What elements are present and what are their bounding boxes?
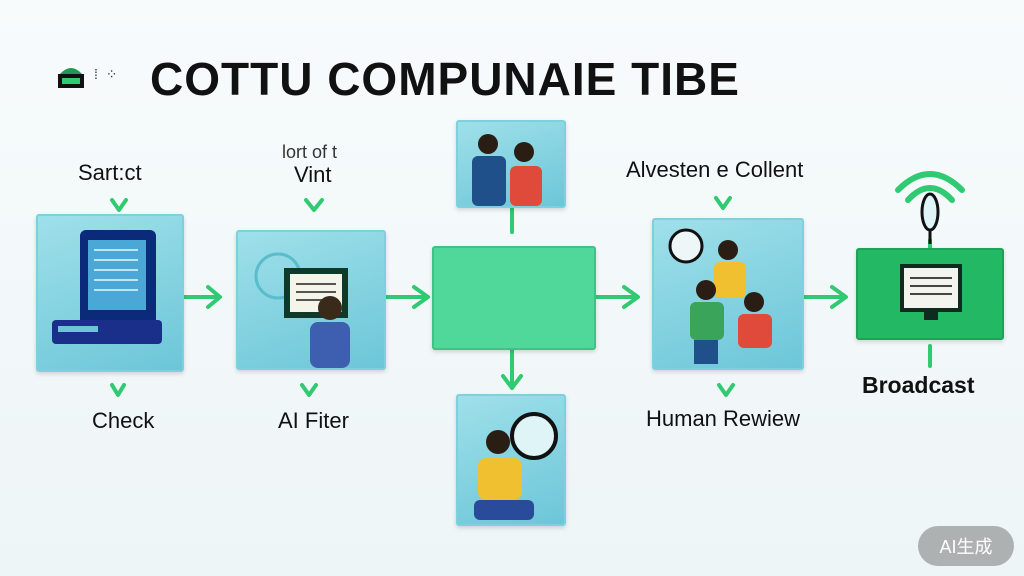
- watermark-badge: AI生成: [918, 526, 1014, 566]
- center-stage-box[interactable]: [432, 246, 596, 350]
- team-magnifier-icon: [668, 228, 772, 364]
- person-magnifier-icon: [474, 412, 558, 520]
- ai-filter-top-small-label: lort of t: [282, 142, 338, 162]
- signal-icon: [895, 171, 965, 244]
- ai-filter-stage-box[interactable]: [236, 230, 386, 370]
- down-arrow-icon: [110, 198, 128, 212]
- person-magnifier-panel[interactable]: [456, 394, 566, 526]
- page-title: COTTU COMPUNAIE TIBE: [150, 53, 740, 105]
- logo-dots: ⁞ ⁘: [94, 66, 120, 82]
- down-arrow-icon: [300, 383, 318, 397]
- broadcast-monitor-icon: [900, 264, 962, 320]
- human-review-stage-box[interactable]: [652, 218, 804, 370]
- right-arrow-icon: [180, 285, 222, 309]
- check-top-label: Sart:ct: [78, 160, 142, 185]
- down-arrow-icon: [714, 196, 732, 210]
- check-stage-box[interactable]: [36, 214, 184, 372]
- check-label: Check: [92, 408, 155, 433]
- human-review-label: Human Rewiew: [646, 406, 801, 431]
- down-arrow-icon: [110, 383, 126, 397]
- down-arrow-icon: [717, 383, 735, 397]
- broadcast-stage-box[interactable]: [856, 248, 1004, 340]
- down-arrow-icon: [304, 198, 324, 212]
- human-review-top-label: Alvesten e Collent: [626, 157, 804, 182]
- two-people-icon: [472, 134, 542, 206]
- ai-filter-top-label: Vint: [294, 162, 332, 187]
- down-arrow-icon: [501, 348, 523, 390]
- right-arrow-icon: [592, 285, 640, 309]
- right-arrow-icon: [382, 285, 430, 309]
- stack-logo-icon: [56, 62, 86, 92]
- person-laptop-icon: [254, 252, 350, 368]
- right-arrow-icon: [798, 285, 848, 309]
- server-icon: [52, 230, 162, 344]
- broadcast-label: Broadcast: [862, 372, 975, 398]
- ai-filter-label: AI Fiter: [278, 408, 349, 433]
- two-people-panel[interactable]: [456, 120, 566, 208]
